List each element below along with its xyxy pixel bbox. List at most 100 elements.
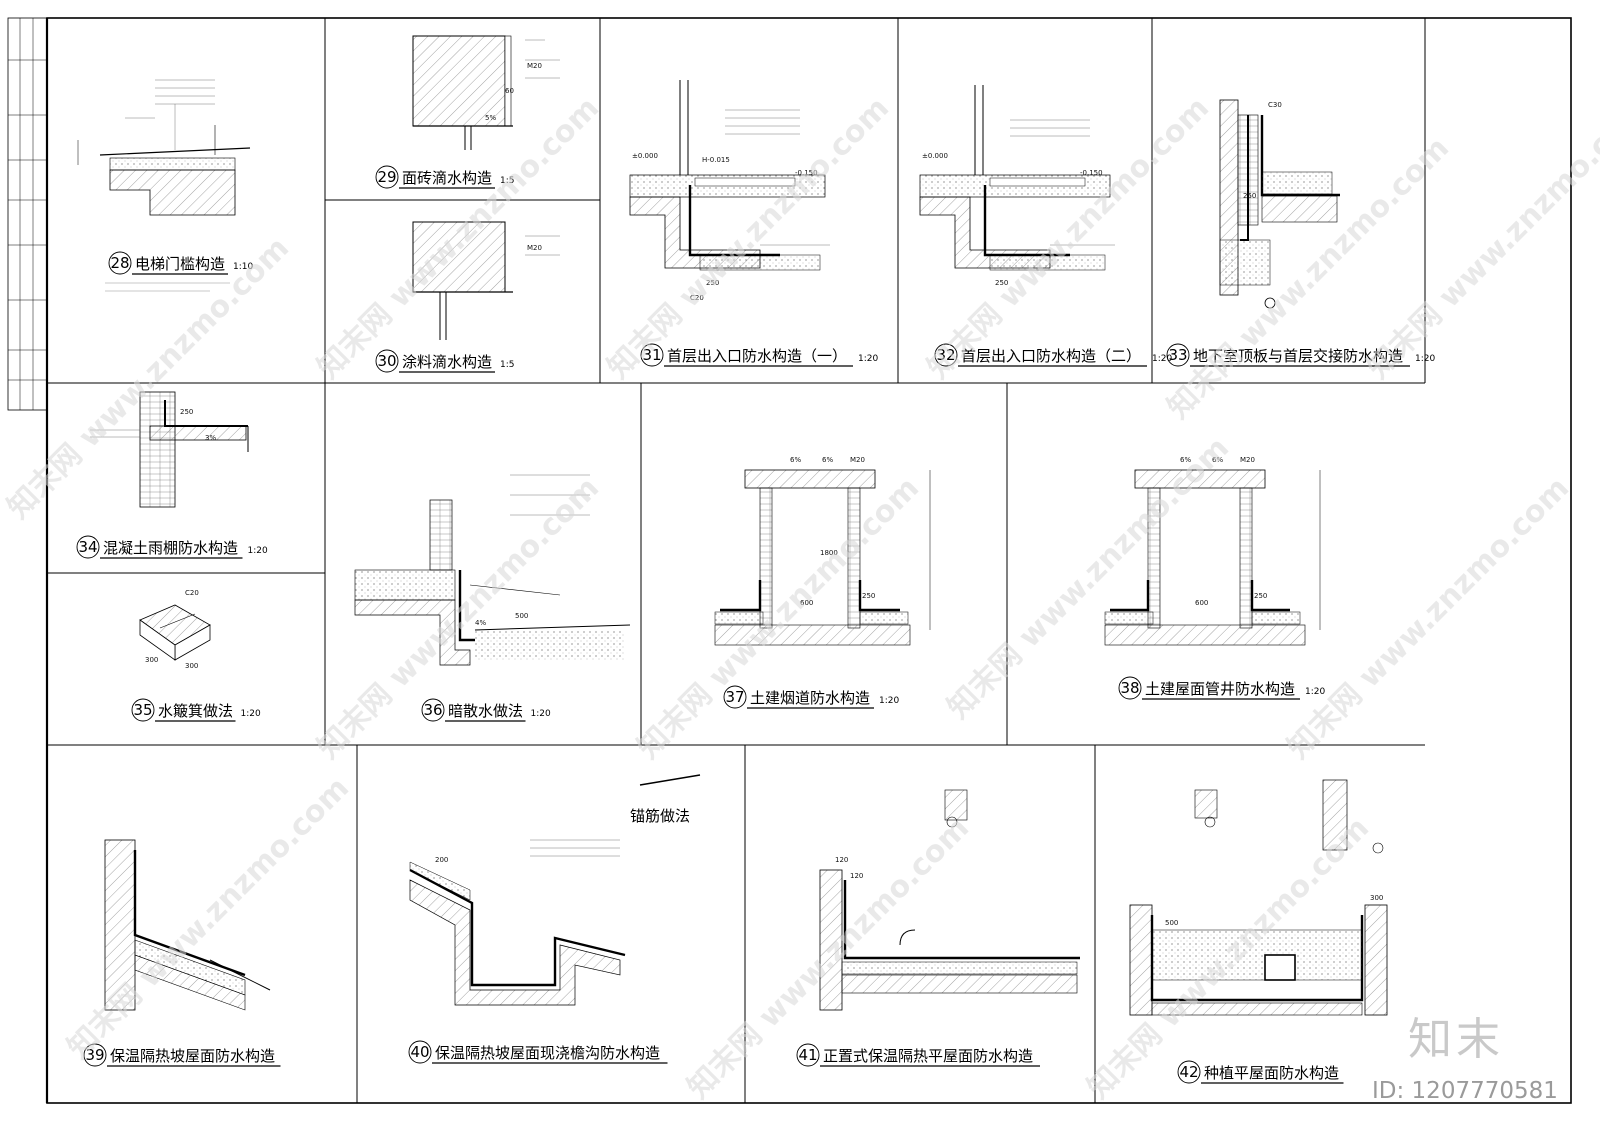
detail-32-drawing: ±0.000 -0.150 250: [919, 85, 1115, 287]
detail-number: 35: [133, 701, 152, 719]
detail-40-drawing: 200: [409, 774, 701, 1006]
svg-text:600: 600: [800, 599, 813, 607]
svg-text:M20: M20: [1240, 456, 1255, 464]
detail-title-text: 首层出入口防水构造（二）: [961, 347, 1141, 365]
detail-number: 30: [377, 352, 396, 370]
anchor-detail-label: 锚筋做法: [630, 807, 690, 825]
svg-text:6%: 6%: [1212, 456, 1223, 464]
svg-text:±0.000: ±0.000: [922, 152, 948, 160]
detail-number: 34: [78, 538, 97, 556]
detail-scale: 1:20: [1305, 687, 1325, 697]
detail-title-text: 土建烟道防水构造: [750, 689, 870, 707]
detail-number-circle: [421, 698, 445, 722]
detail-scale: 1:20: [879, 696, 899, 706]
detail-number-circle: [796, 1043, 820, 1067]
svg-text:250: 250: [1254, 592, 1267, 600]
watermark-text: 知末网 www.znzmo.com: [311, 91, 606, 386]
detail-number-circle: [375, 349, 399, 373]
detail-title-text: 地下室顶板与首层交接防水构造: [1193, 347, 1403, 365]
detail-title-41: 41 正置式保温隔热平屋面防水构造: [796, 1043, 1040, 1067]
detail-41-drawing: 120 120: [819, 789, 1080, 1011]
detail-39-drawing: [104, 839, 271, 1011]
detail-number: 41: [798, 1046, 817, 1064]
detail-title-40: 40 保温隔热坡屋面现浇檐沟防水构造: [408, 1040, 668, 1064]
watermark-text: 知末网 www.znzmo.com: [1361, 91, 1600, 386]
detail-number: 36: [423, 701, 442, 719]
detail-title-text: 正置式保温隔热平屋面防水构造: [823, 1047, 1033, 1065]
svg-text:1800: 1800: [820, 549, 838, 557]
svg-text:H-0.015: H-0.015: [702, 156, 730, 164]
svg-text:C20: C20: [690, 294, 704, 302]
detail-number: 29: [377, 168, 396, 186]
svg-text:120: 120: [835, 856, 848, 864]
detail-scale: 1:20: [248, 546, 268, 556]
detail-scale: 1:5: [500, 176, 514, 186]
svg-text:6%: 6%: [1180, 456, 1191, 464]
svg-text:600: 600: [1195, 599, 1208, 607]
detail-scale: 1:20: [531, 709, 551, 719]
detail-title-31: 31 首层出入口防水构造（一） 1:20: [640, 343, 878, 367]
detail-number: 42: [1179, 1063, 1198, 1081]
detail-30-drawing: M20: [412, 221, 560, 340]
detail-title-text: 种植平屋面防水构造: [1204, 1064, 1339, 1082]
detail-number-circle: [640, 343, 664, 367]
svg-text:120: 120: [850, 872, 863, 880]
detail-title-28: 28 电梯门槛构造 1:10: [108, 251, 253, 275]
detail-title-text: 电梯门槛构造: [135, 255, 225, 273]
detail-36-drawing: 500 4%: [354, 474, 631, 666]
detail-number-circle: [1166, 343, 1190, 367]
detail-number: 33: [1168, 346, 1187, 364]
detail-title-text: 土建屋面管井防水构造: [1145, 680, 1295, 698]
svg-text:6%: 6%: [822, 456, 833, 464]
detail-title-text: 保温隔热坡屋面现浇檐沟防水构造: [435, 1044, 660, 1062]
svg-text:300: 300: [145, 656, 158, 664]
detail-title-42: 42 种植平屋面防水构造: [1177, 1060, 1344, 1084]
detail-title-text: 涂料滴水构造: [402, 353, 492, 371]
detail-title-text: 水簸箕做法: [158, 702, 233, 720]
detail-title-30: 30 涂料滴水构造 1:5: [375, 349, 514, 373]
watermark-text: 知末网 www.znzmo.com: [1281, 471, 1576, 766]
detail-34-drawing: 250 3%: [90, 391, 249, 508]
svg-text:6%: 6%: [790, 456, 801, 464]
detail-number: 28: [110, 254, 129, 272]
svg-text:60: 60: [505, 87, 514, 95]
detail-number: 40: [410, 1043, 429, 1061]
detail-scale: 1:10: [233, 262, 253, 272]
svg-text:M20: M20: [527, 244, 542, 252]
detail-title-37: 37 土建烟道防水构造 1:20: [723, 685, 899, 709]
detail-31-drawing: ±0.000 H-0.015 -0.150 250 C20: [629, 80, 830, 302]
svg-text:C20: C20: [185, 589, 199, 597]
detail-29-drawing: M20 60 5%: [412, 35, 560, 150]
detail-scale: 1:20: [858, 354, 878, 364]
detail-number: 31: [642, 346, 661, 364]
detail-title-text: 暗散水做法: [448, 702, 523, 720]
detail-title-36: 36 暗散水做法 1:20: [421, 698, 551, 722]
svg-text:-0.150: -0.150: [795, 169, 818, 177]
detail-number-circle: [76, 535, 100, 559]
detail-35-drawing: C20 300 300: [139, 589, 211, 670]
detail-37-drawing: 6% 6% M20 1800 600 250: [714, 456, 931, 646]
detail-number-circle: [408, 1040, 432, 1064]
detail-scale: 1:5: [500, 360, 514, 370]
svg-text:M20: M20: [850, 456, 865, 464]
watermark-text: 知末网 www.znzmo.com: [601, 91, 896, 386]
detail-number: 32: [936, 346, 955, 364]
detail-number-circle: [131, 698, 155, 722]
svg-text:250: 250: [995, 279, 1008, 287]
detail-28-note: [105, 282, 230, 292]
detail-title-text: 首层出入口防水构造（一）: [667, 347, 847, 365]
svg-text:4%: 4%: [475, 619, 486, 627]
detail-number: 37: [725, 688, 744, 706]
detail-number-circle: [83, 1043, 107, 1067]
svg-text:5%: 5%: [485, 114, 496, 122]
detail-number-circle: [1118, 676, 1142, 700]
svg-text:250: 250: [1243, 192, 1256, 200]
detail-28-drawing: [77, 79, 251, 216]
svg-text:3%: 3%: [205, 434, 216, 442]
